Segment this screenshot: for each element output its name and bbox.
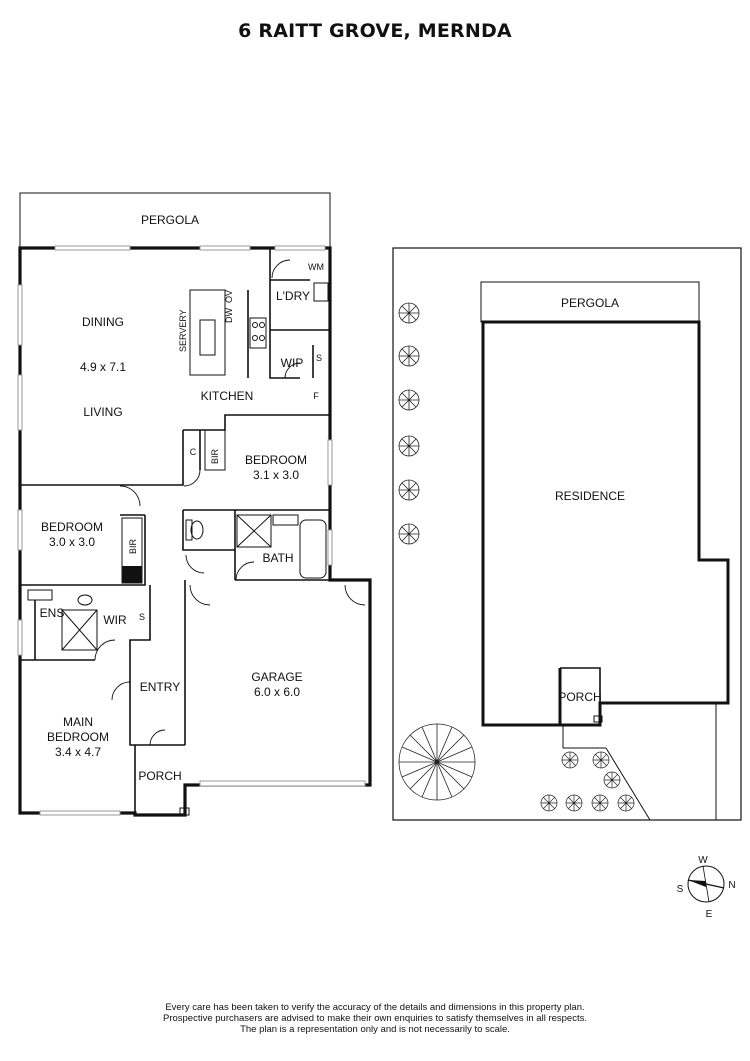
label-laundry: L'DRY <box>276 289 310 303</box>
label-cupboard: C <box>190 447 197 457</box>
label-porch: PORCH <box>138 769 181 783</box>
compass: W S N E <box>677 855 736 920</box>
tree <box>398 723 476 801</box>
compass-w: W <box>698 855 708 866</box>
page-title: 6 RAITT GROVE, MERNDA <box>238 20 512 42</box>
label-kitchen: KITCHEN <box>201 389 254 403</box>
site-boundary <box>392 247 742 821</box>
label-bir-1: BIR <box>210 448 220 464</box>
site-label-porch: PORCH <box>558 690 601 704</box>
label-wir: WIR <box>103 613 127 627</box>
label-dining: DINING <box>82 315 124 329</box>
compass-n: N <box>728 880 735 891</box>
label-fridge: F <box>313 391 319 401</box>
label-bedroom-2-dims: 3.1 x 3.0 <box>253 468 299 482</box>
label-ov: OV <box>224 290 234 303</box>
floor-plan: PERGOLA WM L'DRY DINING 4.9 x 7.1 LIVING… <box>17 192 372 817</box>
label-dining-living-dims: 4.9 x 7.1 <box>80 360 126 374</box>
label-living: LIVING <box>83 405 122 419</box>
label-entry: ENTRY <box>140 680 180 694</box>
label-main-bedroom-dims: 3.4 x 4.7 <box>55 745 101 759</box>
disclaimer-line: The plan is a representation only and is… <box>240 1024 510 1035</box>
shrub-row-left <box>398 302 420 545</box>
label-wip: WIP <box>281 356 304 370</box>
disclaimer-line: Prospective purchasers are advised to ma… <box>162 1013 587 1024</box>
label-bedroom-3-dims: 3.0 x 3.0 <box>49 535 95 549</box>
compass-e: E <box>706 909 713 920</box>
label-bedroom-3: BEDROOM <box>41 520 103 534</box>
compass-s: S <box>677 884 684 895</box>
label-wm: WM <box>308 262 324 272</box>
disclaimer-line: Every care has been taken to verify the … <box>165 1002 585 1013</box>
label-garage-dims: 6.0 x 6.0 <box>254 685 300 699</box>
site-plan: PERGOLA RESIDENCE PORCH <box>392 247 742 821</box>
site-label-residence: RESIDENCE <box>555 489 625 503</box>
label-wip-shelves: S <box>316 353 322 363</box>
label-bir-2: BIR <box>128 538 138 554</box>
label-bedroom-2: BEDROOM <box>245 453 307 467</box>
label-garage: GARAGE <box>251 670 302 684</box>
label-main-bedroom-2: BEDROOM <box>47 730 109 744</box>
shrub-group <box>540 751 635 812</box>
disclaimer: Every care has been taken to verify the … <box>0 1002 750 1035</box>
label-bath: BATH <box>262 551 293 565</box>
label-ensuite: ENS <box>40 606 65 620</box>
label-wir-shelves: S <box>139 612 145 622</box>
residence-outline <box>481 320 730 727</box>
label-dw: DW <box>224 308 234 323</box>
site-label-pergola: PERGOLA <box>561 296 619 310</box>
label-pergola: PERGOLA <box>141 213 199 227</box>
label-servery: SERVERY <box>178 309 188 352</box>
plan-drawing: PERGOLA WM L'DRY DINING 4.9 x 7.1 LIVING… <box>17 192 742 920</box>
label-main-bedroom-1: MAIN <box>63 715 93 729</box>
